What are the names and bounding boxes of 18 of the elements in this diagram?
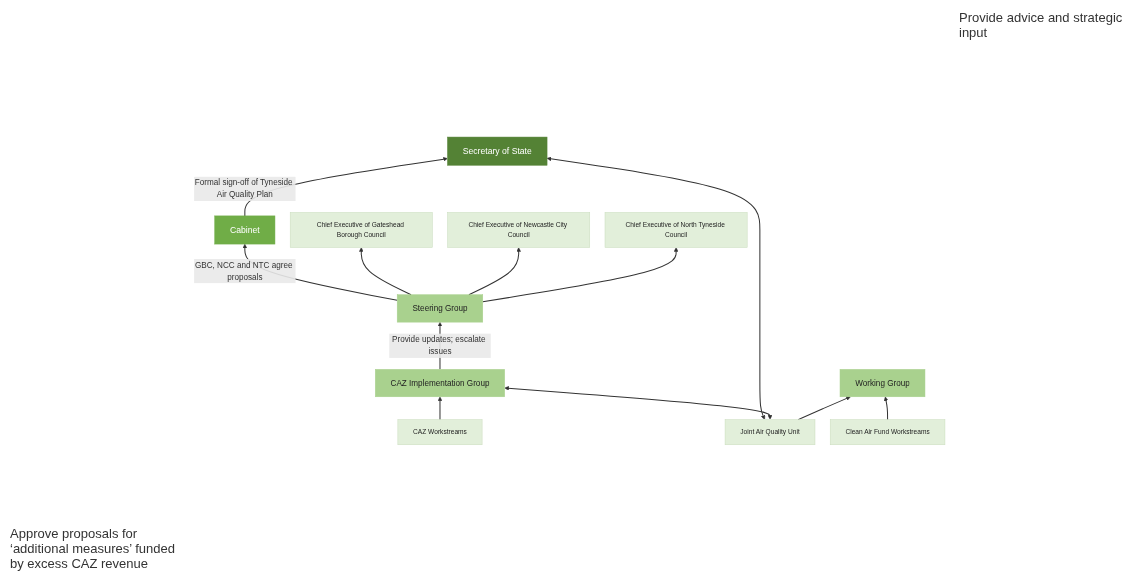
- edge-label: GBC, NCC and NTC agree proposals: [194, 260, 293, 281]
- node-box: Steering Group: [396, 294, 483, 322]
- arrow: [504, 385, 773, 420]
- node-box: Cabinet: [214, 215, 276, 244]
- arrow: [359, 246, 412, 295]
- arrow: [797, 395, 851, 420]
- edge-label: Provide updates; escalate issues: [392, 334, 486, 356]
- node-box: Secretary of State: [447, 136, 548, 166]
- arrow: [883, 396, 889, 420]
- node-box: Working Group: [839, 368, 926, 397]
- arrow: [546, 156, 766, 420]
- arrow: [468, 246, 521, 295]
- note-text: Provide advice and strategic input: [959, 10, 1124, 40]
- node-box: CAZ Implementation Group: [375, 368, 505, 397]
- arrow: [437, 396, 443, 420]
- arrow: [482, 246, 679, 302]
- note-text: Approve proposals for ‘additional measures’ funded by excess CAZ revenue: [10, 526, 176, 571]
- edge-label: Formal sign-off of Tyneside Air Quality Plan: [194, 177, 293, 199]
